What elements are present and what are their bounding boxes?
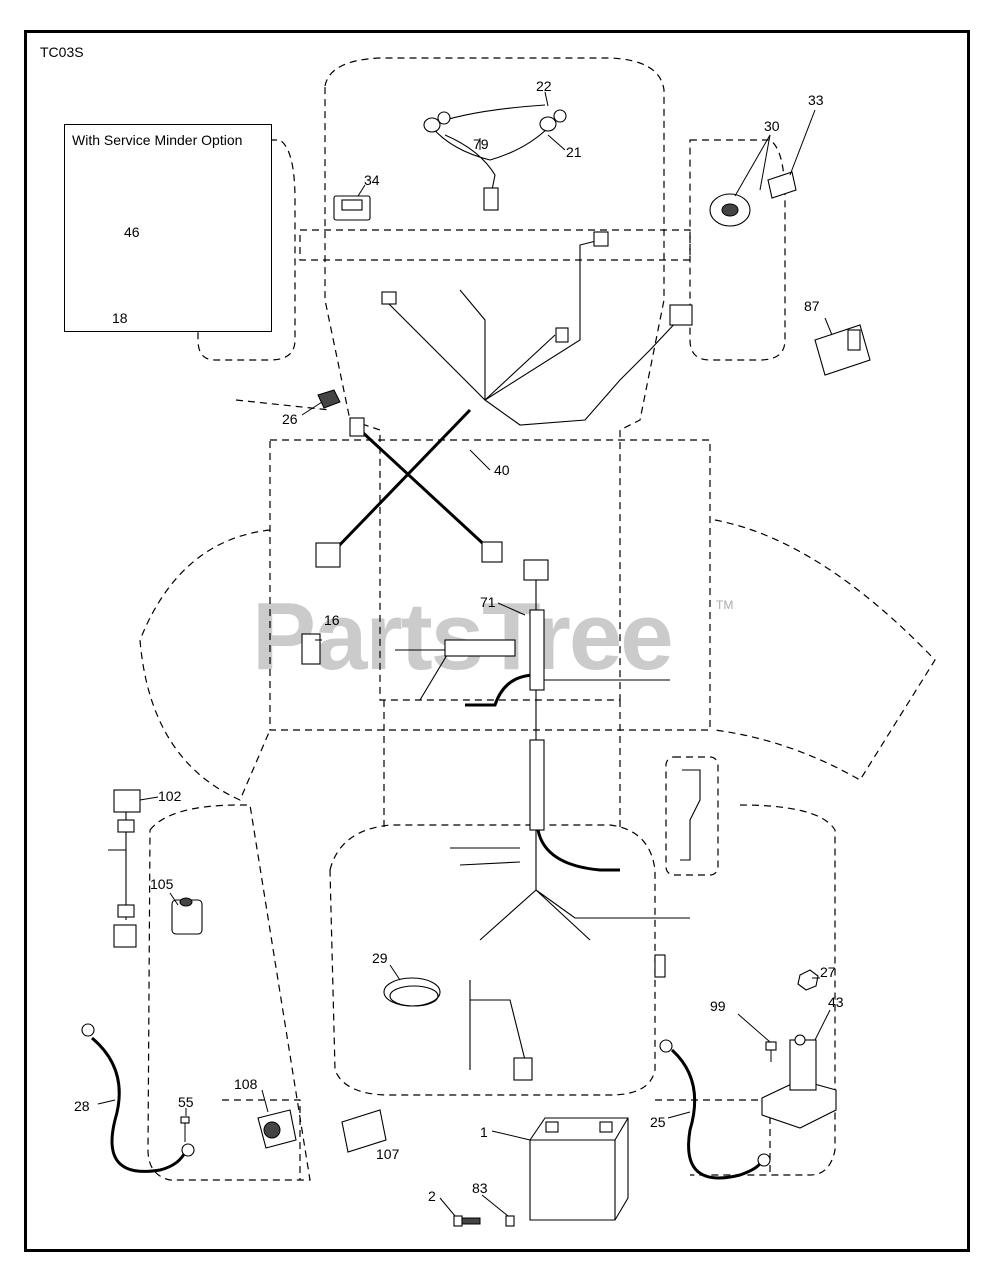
frame-outline	[269, 439, 711, 731]
relay-102	[108, 789, 141, 948]
battery-cable-25	[670, 1048, 764, 1180]
seat-deck-outline	[329, 824, 656, 1096]
callout-18[interactable]: 18	[112, 310, 128, 326]
solenoid-105	[171, 897, 203, 935]
rear-harness-71	[395, 559, 690, 1081]
callout-99[interactable]: 99	[710, 998, 726, 1014]
module-107	[341, 1109, 387, 1153]
callout-29[interactable]: 29	[372, 950, 388, 966]
switch-34	[333, 195, 371, 221]
watermark: PartsTree	[252, 583, 674, 690]
callout-30[interactable]: 30	[764, 118, 780, 134]
nut-27	[797, 969, 819, 991]
callout-27[interactable]: 27	[820, 964, 836, 980]
callout-87[interactable]: 87	[804, 298, 820, 314]
callout-43[interactable]: 43	[828, 994, 844, 1010]
key-33	[767, 171, 797, 199]
right-panel-outline	[689, 139, 786, 361]
cable-25-terminal	[659, 1039, 673, 1053]
callout-40[interactable]: 40	[494, 462, 510, 478]
callout-21[interactable]: 21	[566, 144, 582, 160]
callout-33[interactable]: 33	[808, 92, 824, 108]
callout-25[interactable]: 25	[650, 1114, 666, 1130]
headlight-harness	[423, 104, 567, 211]
callout-107[interactable]: 107	[376, 1146, 400, 1162]
callout-22[interactable]: 22	[536, 78, 552, 94]
left-rear-outline	[147, 804, 311, 1181]
shift-plate	[665, 756, 719, 876]
dash-panel-outline	[299, 229, 691, 261]
left-wheel-well	[139, 529, 271, 801]
callout-105[interactable]: 105	[150, 876, 174, 892]
ignition-switch-30	[709, 193, 751, 227]
battery-cable-28	[91, 1036, 188, 1173]
diode-26	[317, 389, 341, 409]
callout-55[interactable]: 55	[178, 1094, 194, 1110]
starter-solenoid-43	[761, 1034, 837, 1129]
callout-26[interactable]: 26	[282, 411, 298, 427]
callout-71[interactable]: 71	[480, 594, 496, 610]
switch-108	[257, 1109, 297, 1149]
option-title: With Service Minder Option	[72, 132, 243, 148]
callout-108[interactable]: 108	[234, 1076, 258, 1092]
callout-102[interactable]: 102	[158, 788, 182, 804]
service-minder-option-box	[64, 124, 272, 332]
wire-coil-29	[383, 977, 441, 1007]
nut-83	[505, 1215, 515, 1227]
lower-frame-outline	[222, 1099, 301, 1180]
callout-2[interactable]: 2	[428, 1188, 436, 1204]
callout-28[interactable]: 28	[74, 1098, 90, 1114]
trademark: TM	[716, 598, 734, 612]
rear-right-line	[655, 1099, 771, 1175]
cable-25-terminal-b	[757, 1153, 771, 1167]
cable-28-terminal-b	[181, 1143, 195, 1157]
diagram-code: TC03S	[40, 44, 84, 60]
right-rear-outline	[690, 804, 836, 1176]
cable-28-terminal	[81, 1023, 95, 1037]
callout-46[interactable]: 46	[124, 224, 140, 240]
diagram-frame	[24, 30, 970, 1252]
hood-outline	[324, 57, 665, 701]
callout-16[interactable]: 16	[324, 612, 340, 628]
bolt-2	[453, 1215, 481, 1227]
left-fender-outline	[197, 139, 296, 361]
relay-87	[814, 324, 871, 376]
battery-1	[529, 1117, 629, 1221]
right-wheel-well	[714, 519, 936, 781]
bolt-99	[765, 1041, 777, 1062]
callout-79[interactable]: 79	[473, 136, 489, 152]
callout-34[interactable]: 34	[364, 172, 380, 188]
module-16	[301, 633, 321, 665]
bolt-55	[180, 1116, 190, 1142]
callout-83[interactable]: 83	[472, 1180, 488, 1196]
callout-1[interactable]: 1	[480, 1124, 488, 1140]
main-harness-40	[315, 231, 693, 568]
mid-frame-lines	[235, 399, 621, 830]
